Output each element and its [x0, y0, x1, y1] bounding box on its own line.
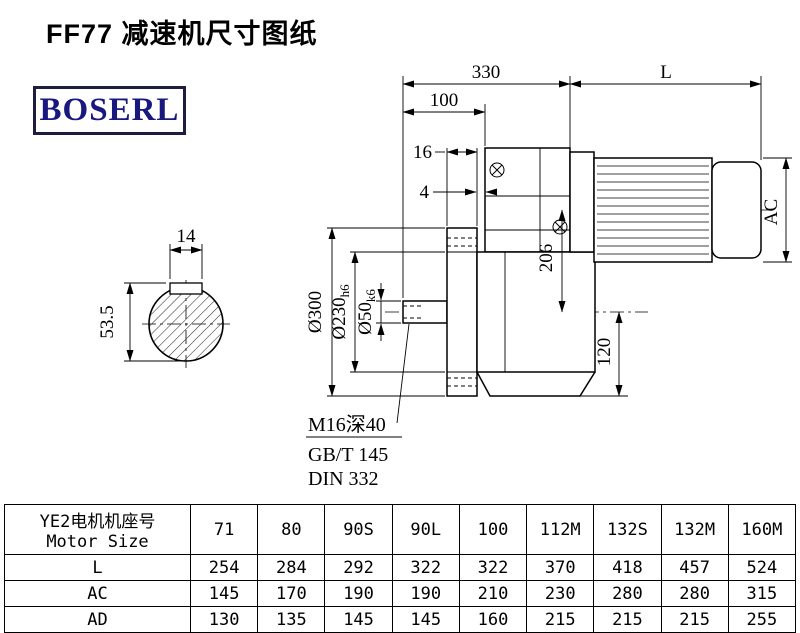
table-row-L: L 254 284 292 322 322 370 418 457 524 [4, 554, 797, 581]
header-en: Motor Size [46, 532, 149, 552]
size-col-header: 100 [458, 504, 528, 555]
motor-adapter-flange [569, 151, 595, 253]
dim-value-cell: 315 [727, 580, 797, 607]
dim-16-label: 16 [413, 142, 432, 163]
dim-value-cell: 418 [593, 554, 662, 581]
reducer-outline [402, 147, 762, 397]
dim-O230-main: Ø230 [329, 297, 350, 339]
dim-value-cell: 135 [257, 606, 326, 633]
dim-value-cell: 170 [257, 580, 326, 607]
dim-value-cell: 254 [189, 554, 259, 581]
dim-value-cell: 190 [391, 580, 460, 607]
dim-value-cell: 280 [593, 580, 662, 607]
dim-53-5-lines [124, 282, 180, 362]
dim-120-lines [580, 311, 628, 397]
dim-53-5-label: 53.5 [97, 305, 118, 338]
gear-housing-bottom [476, 371, 596, 397]
dim-330-label: 330 [472, 62, 501, 83]
dim-100-label: 100 [430, 90, 459, 111]
motor-body [593, 157, 713, 263]
dim-206-label: 206 [536, 244, 557, 273]
dim-14-lines [169, 244, 203, 279]
dim-AC-label: AC [761, 199, 782, 225]
gear-housing-band [476, 251, 596, 373]
dim-value-cell: 370 [526, 554, 595, 581]
dim-value-cell: 292 [324, 554, 393, 581]
dim-value-cell: 145 [189, 580, 259, 607]
dim-value-cell: 145 [391, 606, 460, 633]
dim-14-label: 14 [177, 226, 197, 247]
note-leader [306, 323, 410, 438]
dim-row-label: L [4, 554, 191, 581]
dim-O50-lines [376, 283, 401, 341]
dim-value-cell: 284 [257, 554, 326, 581]
dim-O230-label: Ø230h6 [329, 284, 352, 340]
note-gbt-standard: GB/T 145 [308, 444, 388, 466]
motor-fan-cover [711, 161, 762, 259]
dim-value-cell: 145 [324, 606, 393, 633]
dim-value-cell: 280 [660, 580, 729, 607]
size-col-header: 71 [189, 504, 259, 555]
dim-O50-label: Ø50k6 [355, 289, 378, 335]
size-col-header: 132S [593, 504, 662, 555]
size-col-header: 132M [660, 504, 729, 555]
header-cell-motor-size: YE2电机机座号 Motor Size [4, 504, 191, 555]
shaft-section-circle [148, 286, 224, 362]
dim-4-label: 4 [420, 182, 430, 203]
output-flange [446, 227, 478, 397]
table-row-AC: AC 145 170 190 190 210 230 280 280 315 [4, 580, 797, 607]
motor-size-table: YE2电机机座号 Motor Size 71 80 90S 90L 100 11… [4, 504, 797, 633]
note-tapped-hole: M16深40 [308, 413, 386, 436]
dim-row-label: AD [4, 606, 191, 633]
table-header-row: YE2电机机座号 Motor Size 71 80 90S 90L 100 11… [4, 504, 797, 555]
size-col-header: 90S [324, 504, 393, 555]
dim-O230-lines [350, 251, 445, 373]
dim-value-cell: 457 [660, 554, 729, 581]
dim-value-cell: 230 [526, 580, 595, 607]
keyway-slot [169, 282, 203, 295]
dim-L-label: L [660, 62, 672, 83]
dim-value-cell: 210 [458, 580, 528, 607]
dim-AC-lines [763, 157, 792, 263]
header-cn: YE2电机机座号 [39, 512, 156, 532]
dim-value-cell: 215 [660, 606, 729, 633]
shaft-cross-section [148, 282, 224, 362]
dim-value-cell: 190 [324, 580, 393, 607]
dim-value-cell: 255 [727, 606, 797, 633]
dim-value-cell: 322 [391, 554, 460, 581]
dim-value-cell: 215 [526, 606, 595, 633]
dim-O300-label: Ø300 [305, 291, 326, 333]
brand-logo-box: BOSERL [33, 86, 186, 135]
dim-O50-tolerance: k6 [363, 289, 378, 303]
table-row-AD: AD 130 135 145 145 160 215 215 215 255 [4, 606, 797, 633]
dim-row-label: AC [4, 580, 191, 607]
note-din-standard: DIN 332 [308, 468, 379, 490]
size-col-header: 90L [391, 504, 460, 555]
dim-O230-tolerance: h6 [337, 284, 352, 298]
size-col-header: 112M [526, 504, 595, 555]
gear-housing-top [484, 147, 571, 253]
dim-100-lines [402, 104, 486, 146]
output-shaft [402, 300, 448, 324]
dim-value-cell: 524 [727, 554, 797, 581]
dim-16-lines [435, 148, 478, 226]
brand-logo-text: BOSERL [39, 92, 180, 128]
technical-drawing: 14 53.5 [97, 62, 792, 490]
hidden-lines [403, 237, 477, 387]
dim-O300-lines [327, 227, 445, 397]
dim-value-cell: 130 [189, 606, 259, 633]
page-title: FF77 减速机尺寸图纸 [46, 19, 318, 49]
dim-O50-main: Ø50 [355, 302, 376, 335]
size-col-header: 160M [727, 504, 797, 555]
housing-details [447, 148, 570, 373]
dim-value-cell: 215 [593, 606, 662, 633]
dim-value-cell: 322 [458, 554, 528, 581]
motor-fins [597, 165, 709, 255]
dim-value-cell: 160 [458, 606, 528, 633]
size-col-header: 80 [257, 504, 326, 555]
dim-120-label: 120 [594, 338, 615, 367]
